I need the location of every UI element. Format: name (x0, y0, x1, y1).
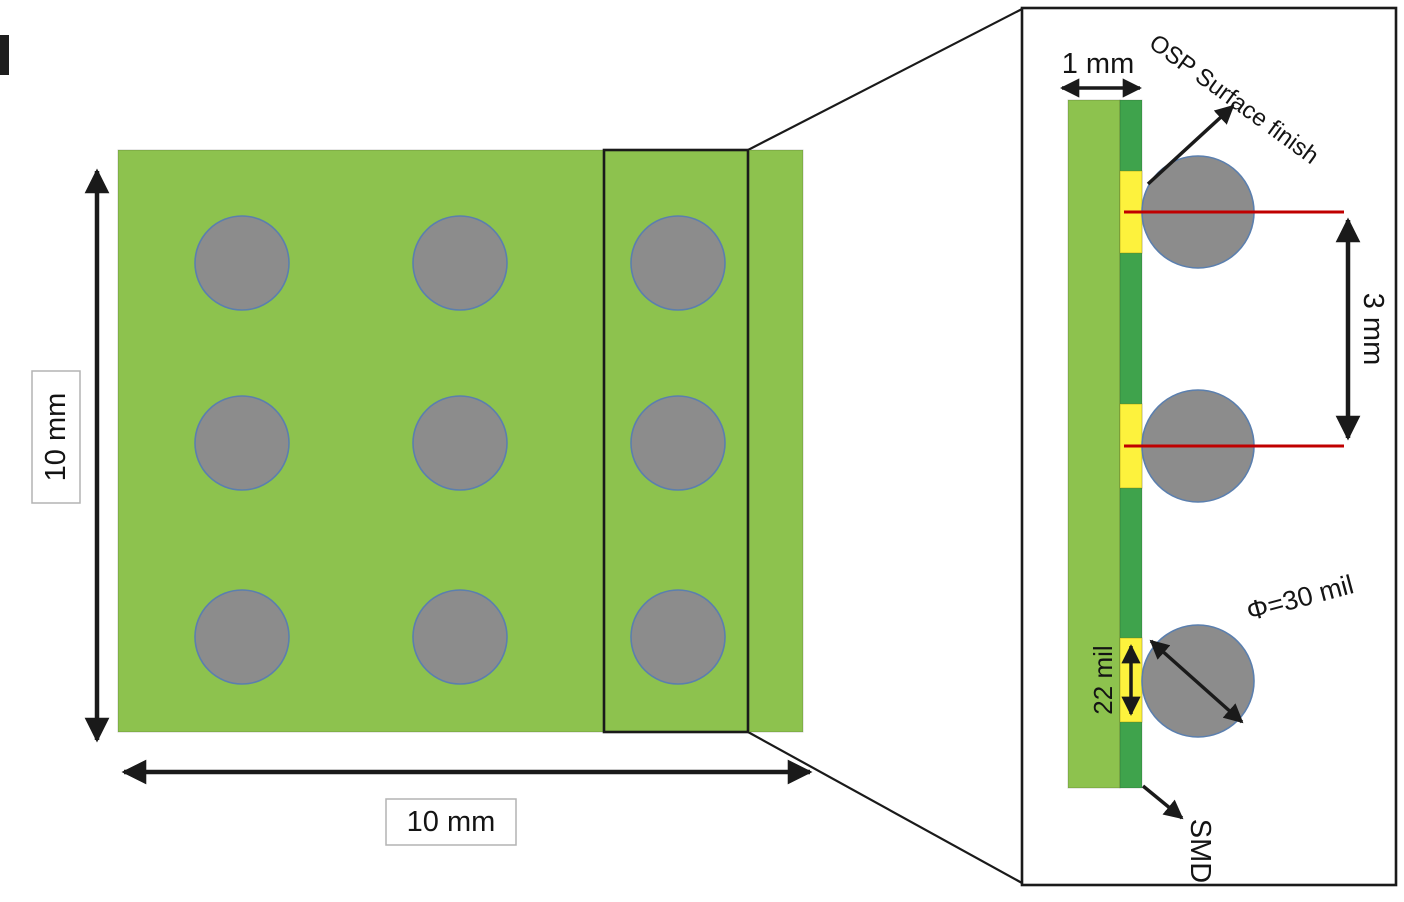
board-width-label-box (385, 798, 517, 846)
pitch-label: 3 mm (1357, 293, 1389, 366)
solder-ball (412, 589, 508, 685)
substrate-width-label: 1 mm (1062, 48, 1135, 80)
board-height-label-box (31, 370, 81, 504)
board-height-label: 10 mm (40, 393, 72, 482)
pad-height-label: 22 mil (1088, 645, 1118, 714)
solder-ball (630, 215, 726, 311)
zoom-region-outline (602, 148, 750, 734)
zoom-connector-line-bottom (747, 731, 1023, 884)
surface-finish-callout-arrow (1146, 104, 1235, 186)
board-width-label: 10 mm (407, 806, 496, 838)
substrate-layer (1067, 99, 1121, 789)
smd-callout-arrow (1141, 784, 1184, 820)
smd-label: SMD (1184, 819, 1216, 883)
solder-ball (412, 215, 508, 311)
solder-ball (412, 395, 508, 491)
screen-edge-artifact (0, 35, 9, 75)
zoom-connector-line-top (747, 8, 1023, 151)
solder-ball (194, 589, 290, 685)
solder-ball (194, 395, 290, 491)
solder-ball (630, 589, 726, 685)
ball-diameter-arrow (1149, 639, 1244, 724)
solder-ball (194, 215, 290, 311)
solder-ball (630, 395, 726, 491)
